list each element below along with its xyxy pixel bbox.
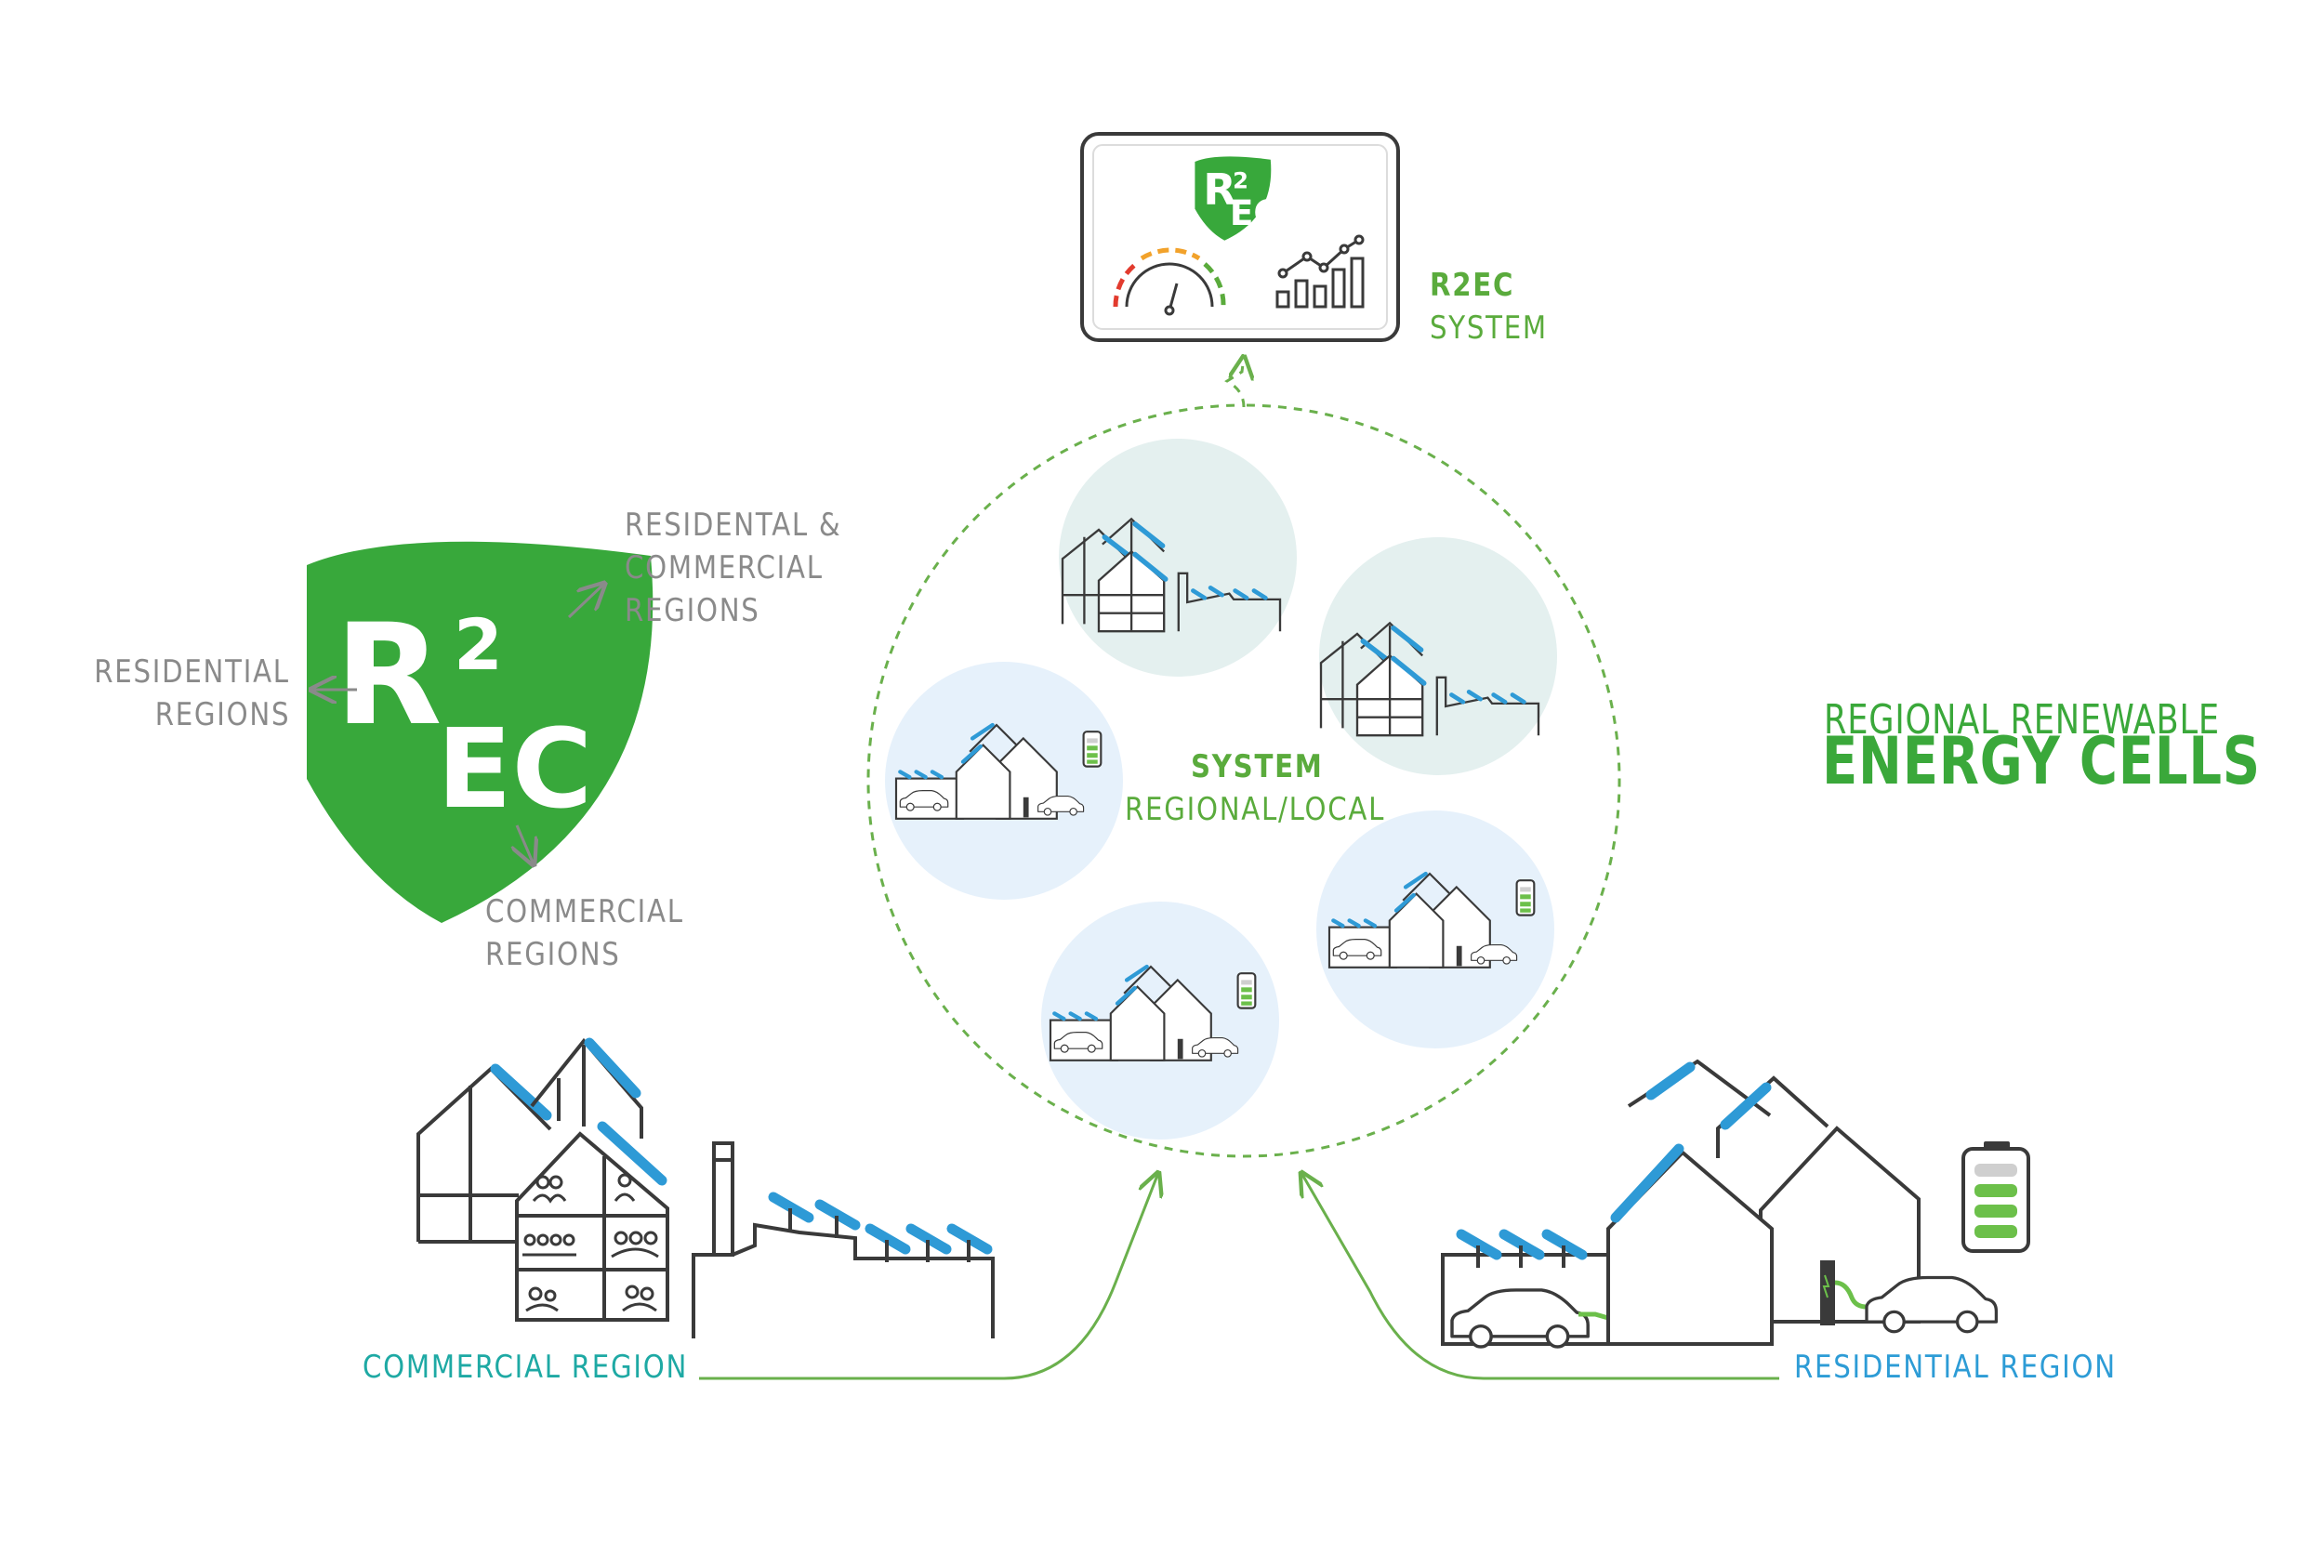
monitor-logo-r: R — [1203, 165, 1236, 215]
res-commercial-line2: COMMERCIAL — [625, 549, 824, 586]
commercial-regions-line2: REGIONS — [485, 936, 621, 973]
cell-residential-bottom — [1041, 902, 1279, 1140]
battery-bar — [1974, 1205, 2017, 1218]
trend-chart-icon — [1275, 234, 1365, 309]
battery-icon — [1961, 1141, 2030, 1253]
system-monitor: R 2 EC — [1080, 132, 1400, 342]
cell-residential-left — [885, 662, 1123, 900]
center-label-line1: SYSTEM — [1191, 748, 1324, 785]
res-commercial-line1: RESIDENTAL & — [625, 507, 842, 544]
res-commercial-line3: REGIONS — [625, 592, 760, 629]
residential-region-illustration — [1441, 1059, 2030, 1349]
commercial-region-label: COMMERCIAL REGION — [363, 1349, 689, 1386]
monitor-logo-ec: EC — [1230, 192, 1279, 233]
monitor-label-line2: SYSTEM — [1430, 310, 1548, 347]
commercial-flow-line — [699, 1173, 1158, 1380]
cell-commercial-top — [1059, 439, 1297, 677]
cell-residential-right — [1316, 810, 1554, 1048]
commercial-regions-line1: COMMERCIAL — [485, 893, 684, 930]
commercial-region-illustration — [416, 1037, 995, 1338]
battery-bar — [1974, 1184, 2017, 1197]
system-dashed-circle — [866, 403, 1621, 1158]
residential-flow-line — [1301, 1173, 1779, 1380]
center-label-line2: REGIONAL/LOCAL — [1125, 791, 1386, 828]
logo-ec: EC — [437, 705, 592, 833]
cell-commercial-right — [1319, 537, 1557, 775]
logo-r: R — [335, 595, 442, 757]
gauge-icon — [1113, 247, 1226, 316]
title-line2: ENERGY CELLS — [1822, 723, 2261, 799]
monitor-logo-sup: 2 — [1233, 168, 1248, 194]
battery-bar — [1974, 1225, 2017, 1238]
arrow-commercial — [517, 824, 534, 864]
residential-regions-line1: RESIDENTIAL — [94, 653, 290, 691]
arrow-res-commercial — [567, 584, 604, 619]
battery-bar — [1974, 1164, 2017, 1177]
residential-regions-line2: REGIONS — [154, 696, 290, 733]
title-line1: REGIONAL RENEWABLE — [1824, 696, 2220, 744]
logo-sup: 2 — [454, 603, 503, 686]
r2ec-logo: R 2 EC — [307, 541, 654, 923]
monitor-logo: R 2 EC — [1195, 156, 1279, 241]
monitor-label-line1: R2EC — [1430, 267, 1515, 304]
residential-region-label: RESIDENTIAL REGION — [1794, 1349, 2117, 1386]
up-arrow-to-monitor — [1224, 357, 1244, 408]
